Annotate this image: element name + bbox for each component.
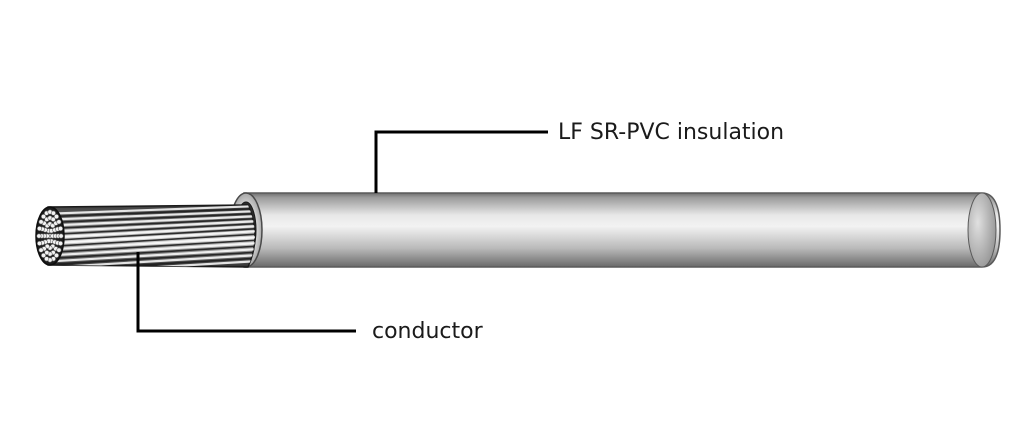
insulation-leader-line bbox=[374, 130, 548, 193]
strand-dot bbox=[50, 216, 56, 222]
strand-dot bbox=[41, 214, 47, 220]
strand-dot bbox=[50, 210, 56, 216]
conductor-leader-line bbox=[136, 252, 356, 333]
strand-dot bbox=[57, 240, 63, 246]
strand-dot bbox=[37, 240, 43, 246]
conductor-strands bbox=[41, 205, 255, 267]
strand-dot bbox=[58, 233, 64, 239]
strand-dot bbox=[53, 214, 59, 220]
strand-dot bbox=[44, 250, 50, 256]
insulation-body bbox=[243, 192, 1001, 268]
strand-dot bbox=[57, 226, 63, 232]
strand-dot bbox=[36, 233, 42, 239]
conductor-end-face bbox=[35, 206, 65, 266]
conductor bbox=[35, 204, 256, 268]
strand-dot bbox=[41, 252, 47, 258]
strand-dot bbox=[37, 226, 43, 232]
insulation-end-cap bbox=[967, 192, 997, 268]
insulation-label: LF SR-PVC insulation bbox=[558, 120, 784, 145]
strand-dot bbox=[56, 247, 62, 253]
strand-dot bbox=[38, 247, 44, 253]
conductor-label: conductor bbox=[372, 319, 484, 344]
strand-dot bbox=[53, 252, 59, 258]
strand-dot bbox=[56, 219, 62, 225]
strand-dot bbox=[38, 219, 44, 225]
strand-dot bbox=[44, 256, 50, 262]
insulation bbox=[229, 192, 1001, 268]
leader-lines bbox=[136, 130, 548, 333]
